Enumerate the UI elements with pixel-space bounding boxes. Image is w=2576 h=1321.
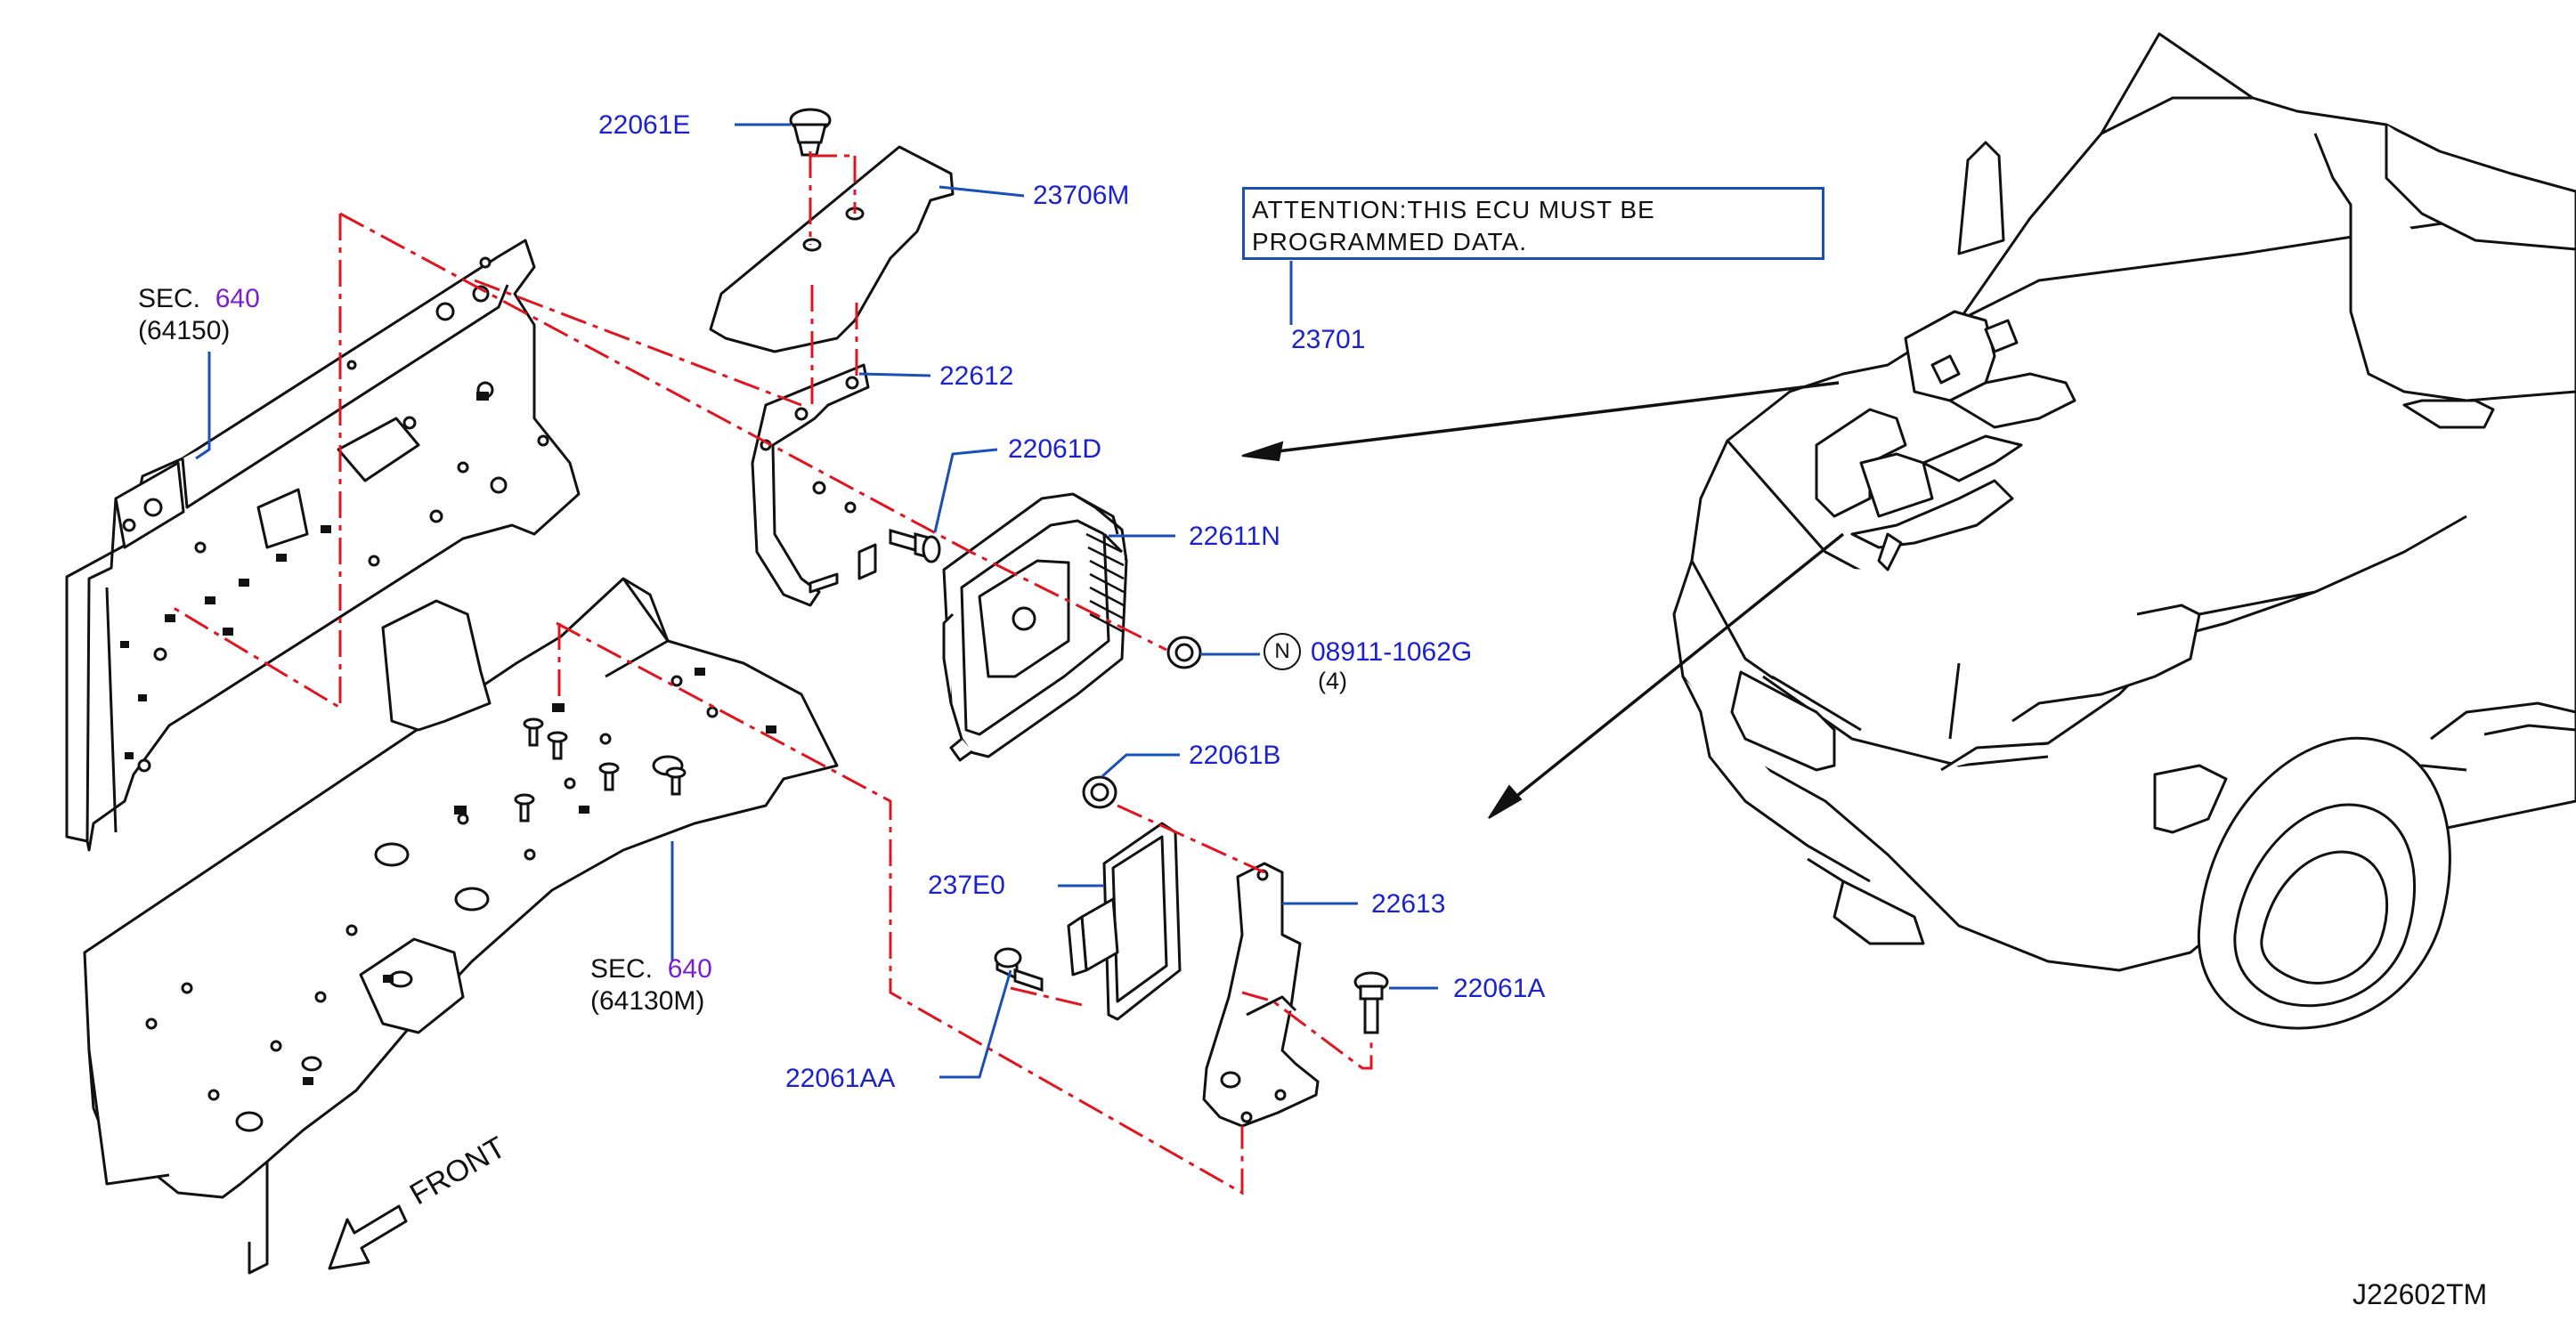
attention-note-box <box>1242 187 1824 260</box>
standard-part-symbol: N <box>1264 633 1301 670</box>
part-label-23706M: 23706M <box>1033 181 1130 210</box>
nut-08911-1062G <box>1166 636 1202 669</box>
lower-body-panel <box>83 577 839 1275</box>
bolt-22061A <box>1353 971 1389 1034</box>
lower-panel-studs <box>514 717 687 823</box>
bracket-22613 <box>1202 862 1320 1128</box>
section-number: 640 <box>667 954 712 984</box>
part-label-22061A: 22061A <box>1453 974 1546 1003</box>
section-ref-upper: SEC. 640 <box>138 286 260 312</box>
part-label-22061E: 22061E <box>598 110 691 140</box>
ecu-connector-ribs <box>1085 532 1125 634</box>
nut-22061B <box>1082 775 1117 809</box>
bolt-22061D <box>889 529 941 563</box>
section-prefix: SEC. <box>138 284 201 313</box>
part-label-22061AA: 22061AA <box>785 1064 896 1093</box>
section-number: 640 <box>215 284 260 313</box>
part-quantity: (4) <box>1318 668 1347 694</box>
section-prefix: SEC. <box>590 954 654 984</box>
attention-note-line-1: ATTENTION:THIS ECU MUST BE <box>1252 196 1655 223</box>
attention-note-line-2: PROGRAMMED DATA. <box>1252 228 1527 255</box>
vehicle-engine-bay-ecu <box>1815 310 2076 571</box>
ecu-22611N <box>942 492 1128 762</box>
arrowheads <box>1241 441 1523 819</box>
part-label-22612: 22612 <box>939 361 1014 391</box>
part-label-23701: 23701 <box>1291 325 1366 354</box>
reference-arrows <box>1255 381 1845 807</box>
section-sub-upper: (64150) <box>138 316 231 345</box>
section-sub-lower: (64130M) <box>590 986 705 1016</box>
ecu-cover-23706M <box>709 145 955 353</box>
part-label-22061B: 22061B <box>1189 741 1281 770</box>
upper-body-panel <box>65 239 581 852</box>
part-label-22061D: 22061D <box>1008 434 1102 464</box>
vehicle-wheel <box>2197 736 2451 1030</box>
bolt-22061AA <box>994 947 1044 993</box>
lower-panel-clips <box>303 668 776 1085</box>
part-label-22611N: 22611N <box>1189 522 1280 551</box>
front-direction-arrow <box>328 1204 408 1270</box>
section-ref-lower: SEC. 640 <box>590 956 712 983</box>
part-label-237E0: 237E0 <box>928 871 1005 900</box>
module-237E0 <box>1067 822 1182 1021</box>
vehicle-front-detail <box>1681 670 1925 945</box>
phantom-lines <box>168 151 1373 1195</box>
bracket-22612 <box>751 363 877 607</box>
diagram-code: J22602TM <box>2353 1278 2488 1310</box>
upper-panel-clips <box>120 392 489 759</box>
clip-22061E <box>789 108 832 157</box>
part-label-08911-1062G: 08911-1062G <box>1311 637 1473 667</box>
leader-lines <box>195 123 1438 1079</box>
part-label-22613: 22613 <box>1371 889 1446 919</box>
